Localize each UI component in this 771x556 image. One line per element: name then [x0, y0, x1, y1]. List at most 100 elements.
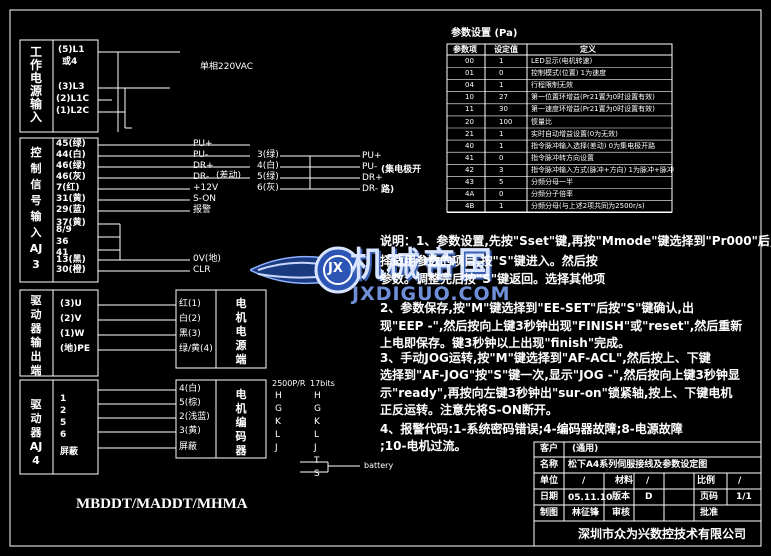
control-pin: 7(红) [56, 183, 80, 193]
param-row: 11 30 第一速度环增益(Pr21置为0时设置有效) [447, 104, 672, 115]
control-signal: CLR [193, 265, 211, 275]
tb-material-label: 材料 [615, 476, 634, 486]
oc-label: (集电极开路) [381, 165, 422, 195]
title-block-frame [533, 441, 762, 547]
tb-company: 深圳市众为兴数控技术有限公司 [578, 527, 747, 541]
param-definition: 指令脉冲输入选择(差动) 0为集电极开路 [531, 141, 656, 150]
encoder-block-title: 驱动器AJ4 [29, 398, 43, 467]
tb-date-value: 05.11.10 [568, 493, 613, 503]
watermark-cn: 机械帝国 [350, 245, 494, 285]
diff-pin: 6(灰) [257, 183, 279, 193]
control-pin: 29(蓝) [56, 205, 86, 215]
tb-version-value: D [645, 492, 653, 502]
param-definition: 分频分母(与上述2项共同为2500r/s) [531, 202, 645, 211]
encoder-col1-pin: G [275, 404, 282, 414]
encoder-col2-head: 17bits [310, 379, 335, 388]
encoder-col1-pin: K [275, 417, 281, 427]
diff-pin: 3(绿) [257, 150, 279, 160]
control-pin: 8/9 [56, 225, 72, 235]
note-line: 选择到"AF-JOG"按"S"键一次,显示"JOG -",然后按向上键3秒钟显 [380, 368, 740, 382]
power-pin: (3)L3 [58, 82, 85, 92]
tb-review-label: 审核 [612, 508, 631, 518]
watermark-en: JXDIGUO.COM [352, 283, 511, 305]
encoder-col2-pin: T [314, 456, 320, 466]
control-pin: 41 [56, 248, 69, 258]
param-definition: 第一速度环增益(Pr21置为0时设置有效) [531, 105, 655, 114]
driver-out-pin: (1)W [60, 329, 85, 339]
encoder-motor-pin: 2(浅蓝) [179, 412, 210, 422]
oc-signal: PU+ [362, 151, 382, 161]
control-pin: 44(白) [56, 150, 86, 160]
power-pin: (1)L2C [56, 106, 90, 116]
param-value: 1 [499, 57, 504, 65]
param-value: 3 [499, 165, 504, 174]
driver-out-block-title: 驱动器输出端 [30, 294, 42, 377]
encoder-col1-head: 2500P/R [272, 379, 306, 388]
tb-name-value: 松下A4系列伺服接线及参数设定图 [568, 460, 708, 470]
tb-name-label: 名称 [540, 460, 559, 470]
note-line: 参数。调整完后按"S"键返回。选择其他项 [380, 272, 606, 286]
tb-drawn-label: 制图 [540, 508, 559, 518]
tb-date-label: 日期 [540, 492, 559, 502]
tb-version-label: 版本 [612, 492, 631, 502]
control-block-title: 控制信号输入AJ3 [29, 146, 43, 271]
tb-material-value: / [646, 476, 650, 486]
tb-unit-label: 单位 [540, 476, 559, 486]
param-code: 4A [465, 190, 475, 199]
param-header-def: 定义 [580, 45, 596, 54]
param-definition: 行程限制无效 [531, 81, 573, 90]
param-value: 1 [499, 129, 504, 138]
tb-client-label: 客户 [540, 444, 559, 454]
control-pin: 46(灰) [56, 172, 86, 182]
param-definition: 控制模式(位置) 1为速度 [531, 69, 607, 78]
param-code: 21 [465, 129, 474, 138]
param-value: 0 [499, 69, 504, 78]
motor-pin: 黑(3) [179, 329, 201, 339]
param-definition: 指令脉冲输入方式(脉冲+方向) 1为脉冲+脉冲 [531, 165, 674, 174]
param-value: 30 [499, 105, 508, 114]
param-header-value: 设定值 [494, 45, 518, 54]
encoder-col1-pin: L [275, 430, 281, 440]
param-code: 11 [465, 105, 474, 114]
oc-signal: PU- [362, 162, 378, 172]
control-pin: 36 [56, 237, 69, 247]
param-code: 43 [465, 178, 474, 186]
encoder-driver-pin: 1 [60, 394, 67, 404]
param-header-item: 参数项 [453, 45, 477, 54]
encoder-title: 电机编码器 [235, 388, 247, 457]
drawing-frame [9, 9, 762, 547]
encoder-col1-pin: H [275, 391, 282, 401]
power-pin: (5)L1 [58, 45, 85, 55]
encoder-motor-pin: 3(黄) [179, 426, 201, 436]
param-code: 10 [465, 93, 474, 102]
power-block-title: 工作电源输入 [29, 45, 42, 124]
param-code: 01 [465, 69, 474, 78]
encoder-motor-pin: 屏蔽 [179, 442, 198, 452]
note-line: 4、报警代码:1-系统密码错误;4-编码器故障;8-电源故障 [380, 422, 683, 436]
supply-label: 单相220VAC [200, 62, 254, 72]
power-pin: 或4 [62, 57, 78, 67]
control-signal: S-ON [193, 194, 217, 204]
control-signal: DR+ [193, 161, 214, 171]
note-line: 择适用参数的项目,按"S"键进入。然后按 [380, 254, 598, 268]
note-line: 上电即保存。键3秒钟以上出现"finish"完成。 [380, 336, 631, 350]
oc-signal: DR- [362, 184, 379, 194]
param-definition: 第一位置环增益(Pr21置为0时设置有效) [531, 93, 655, 102]
param-code: 41 [465, 153, 474, 162]
oc-signal: DR+ [362, 173, 383, 183]
param-table-title: 参数设置 (Pa) [451, 28, 518, 39]
model-label: MBDDT/MADDT/MHMA [76, 496, 248, 512]
encoder-col2-pin: L [314, 430, 320, 440]
diff-pin: 4(白) [257, 161, 279, 171]
driver-out-pin: (地)PE [60, 344, 90, 354]
diff-label: (差动) [216, 171, 242, 181]
param-code: 00 [465, 57, 474, 65]
motor-pin: 白(2) [179, 314, 201, 324]
note-line: 现"EEP -",然后按向上键3秒钟出现"FINISH"或"reset",然后重… [380, 319, 743, 333]
control-pin: 45(绿) [56, 139, 86, 149]
